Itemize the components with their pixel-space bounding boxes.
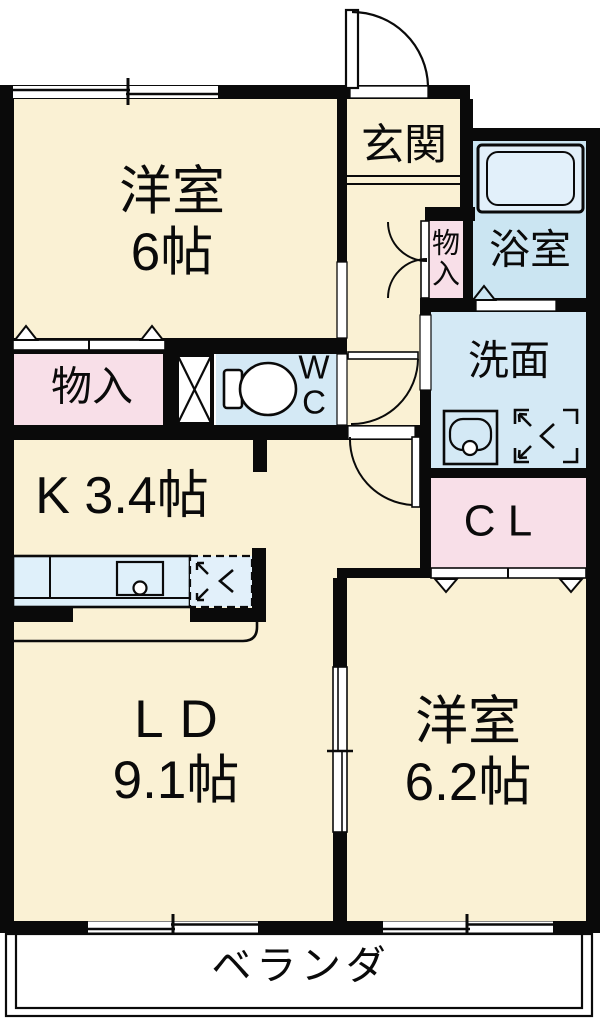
bathroom-door [470,284,557,312]
entrance-step-line [347,175,460,185]
room-label-western2: 洋室 6.2帖 [404,692,532,812]
kitchen-counter-icon [11,554,192,609]
hall-ld-door-leaf [411,436,421,508]
room-label-storage-hall: 物入 [431,227,460,290]
hallway-floor [347,175,425,437]
room-label-entrance: 玄関 [361,121,447,170]
wall-closet-top [431,468,586,478]
storage-left-floor [13,352,165,425]
wall-bath-left [463,141,473,301]
room-label-closet: CL [463,496,545,546]
kitchen-counter-front-line [12,622,259,643]
wall-stub-kitchen-upper [253,440,267,472]
wall-storage-shaft-divider [163,354,177,425]
windows [13,78,553,941]
wc-door-swing [350,358,419,426]
storage-hall-doors [387,220,430,299]
room-label-kitchen: K 3.4帖 [35,467,209,526]
room-label-veranda: ベランダ [211,944,391,988]
entrance-door-leaf [344,8,360,90]
wall-storage-hall-top [425,207,475,221]
room-label-washroom: 洗面 [468,337,550,384]
storage-hall-floor [428,221,463,298]
room-western1-floor [14,99,337,340]
refrigerator-space-icon [188,554,254,609]
wall-bath-top [463,128,600,141]
bathtub-icon [476,143,585,214]
storage-left-sliding-door [12,324,166,351]
western2-sliding-door [327,666,353,833]
wall-washroom-left [420,300,431,578]
wall-kitchen-top [0,425,420,440]
room-label-living-dining: LD 9.1帖 [112,690,240,810]
wall-stub-kitchen-left [10,608,73,622]
closet-floor [431,478,586,568]
room-label-wc: WC [298,348,330,420]
closet-sliding-door [430,567,587,594]
wall-western2-top-stub [337,568,431,578]
washroom-floor [431,312,586,468]
wc-door-leaf [347,351,419,360]
room-western2-floor [347,578,586,921]
washroom-doorway [419,314,432,391]
wall-left [0,85,14,933]
room-label-bathroom: 浴室 [489,226,571,273]
room-ldk-floor [14,440,333,921]
hall-ld-door [347,425,421,508]
wall-stub-kitchen-right [190,608,266,622]
toilet-icon [222,361,298,417]
wc-door [336,351,419,426]
western1-doorway [336,261,348,339]
wall-hall-left-upper [337,99,347,262]
wall-stub-kitchen-lower [252,548,266,622]
wall-right [586,128,600,933]
doors [12,8,587,833]
entrance-door [344,8,430,99]
washbasin-icon [442,409,499,466]
window-western2 [383,914,553,941]
hall-ld-door-swing [348,436,413,506]
room-label-western1: 洋室 6帖 [119,162,225,282]
ld-passage-floor [333,435,420,578]
entrance-door-swing [351,10,430,87]
room-label-storage-left: 物入 [51,363,133,410]
veranda-outline [4,932,594,1018]
pipe-shaft-x-icon [175,353,214,426]
washing-machine-pan-icon [513,408,579,464]
window-top [13,78,218,105]
